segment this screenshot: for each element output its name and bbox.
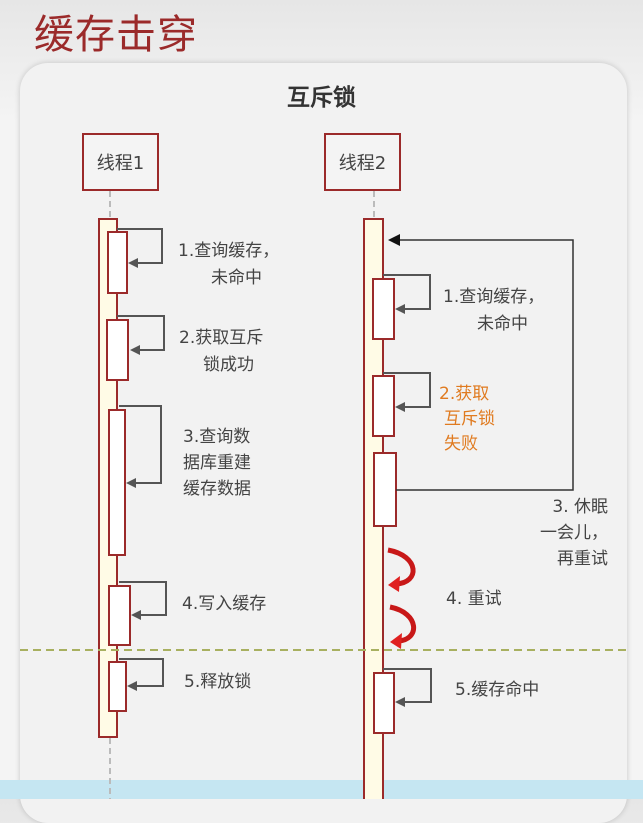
diagram-title: 互斥锁 <box>287 85 356 111</box>
t2-step-3-line-2: 一会儿， <box>540 523 608 543</box>
t1-step-1-line-2: 未命中 <box>211 268 262 288</box>
page-title: 缓存击穿 <box>34 12 198 58</box>
t1-step-3-line-3: 缓存数据 <box>183 479 251 499</box>
t2-step-1-line-2: 未命中 <box>477 314 528 334</box>
t2-step-3 <box>373 234 574 527</box>
t1-step-4-label: 4.写入缓存 <box>182 594 267 614</box>
t2-step-5 <box>373 668 432 734</box>
t1-step-2-label: 2.获取互斥 锁成功 <box>179 325 263 379</box>
t2-step-1-label: 1.查询缓存， 未命中 <box>443 284 544 338</box>
water-decoration <box>0 780 643 799</box>
t2-step-2 <box>372 372 431 437</box>
actor-thread-2: 线程2 <box>324 133 401 191</box>
t1-step-3-line-2: 据库重建 <box>183 453 251 473</box>
t1-step-1-line-1: 1.查询缓存， <box>178 241 280 261</box>
t1-step-4 <box>108 581 167 646</box>
t2-step-3-line-1: 3. 休眠 <box>552 497 608 517</box>
t2-step-4-label: 4. 重试 <box>446 589 502 609</box>
t1-step-3-line-1: 3.查询数 <box>183 427 251 447</box>
t1-step-3 <box>108 405 162 556</box>
retry-arrow-icon-1 <box>387 547 416 592</box>
t2-step-2-line-1: 2.获取 <box>439 384 490 404</box>
actor-thread-1: 线程1 <box>82 133 159 191</box>
t1-step-5 <box>108 658 164 712</box>
t2-step-3-line-3: 再重试 <box>557 549 608 569</box>
t1-step-3-label: 3.查询数 据库重建 缓存数据 <box>183 424 251 502</box>
retry-arrow-icon-2 <box>389 604 417 649</box>
t1-step-1-label: 1.查询缓存， 未命中 <box>178 238 279 292</box>
t2-step-1 <box>372 274 431 340</box>
t2-step-5-label: 5.缓存命中 <box>455 680 540 700</box>
t2-step-2-line-2: 互斥锁 <box>444 409 495 429</box>
t1-step-2-line-1: 2.获取互斥 <box>179 328 264 348</box>
sequence-diagram <box>20 191 627 799</box>
t2-step-2-line-3: 失败 <box>444 434 478 454</box>
t1-step-1 <box>107 228 163 294</box>
t2-step-1-line-1: 1.查询缓存， <box>443 287 545 307</box>
t2-step-2-label: 2.获取 互斥锁 失败 <box>439 382 495 457</box>
t2-step-3-label: 3. 休眠 一会儿， 再重试 <box>532 494 608 572</box>
t1-step-2-line-2: 锁成功 <box>203 355 254 375</box>
t1-step-5-label: 5.释放锁 <box>184 672 252 692</box>
t1-step-2 <box>106 315 165 381</box>
